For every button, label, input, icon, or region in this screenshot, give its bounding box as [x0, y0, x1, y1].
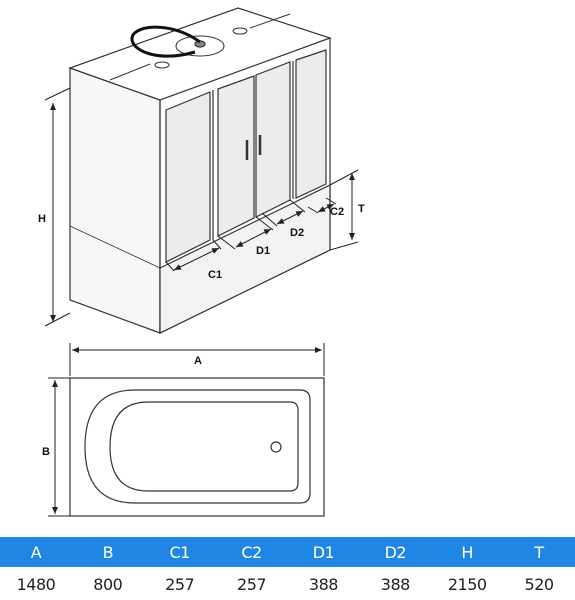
- value-cell-c1: 257: [165, 575, 195, 594]
- value-cell-t: 520: [524, 575, 555, 594]
- cabin-door-left: [217, 75, 255, 237]
- header-cell-c1: C1: [169, 542, 191, 562]
- header-cell-d1: D1: [312, 542, 335, 562]
- cabin-left-glass-panel: [165, 91, 211, 263]
- dimension-b: [48, 377, 70, 517]
- dimension-label-a: A: [194, 355, 202, 367]
- dimension-d2: [261, 199, 306, 227]
- dimension-label-h: H: [38, 213, 46, 225]
- bathtub-top-view: [69, 377, 325, 517]
- bathtub-drain: [270, 441, 282, 453]
- header-cell-b: B: [102, 542, 114, 562]
- value-cell-h: 2150: [447, 575, 487, 594]
- dimension-c1: [165, 239, 222, 272]
- dimension-label-b: B: [42, 446, 50, 458]
- dimension-h: [44, 87, 71, 327]
- dimensions-table-header: A B C1 C2 D1 D2 H T: [0, 537, 575, 567]
- header-cell-d2: D2: [384, 542, 407, 562]
- header-cell-t: T: [534, 542, 544, 562]
- dimension-label-d1: D1: [256, 245, 270, 257]
- dimension-a: [69, 343, 325, 376]
- dimension-label-t: T: [358, 203, 365, 215]
- bathtub-inner-basin: [109, 401, 299, 492]
- value-cell-d1: 388: [308, 575, 339, 594]
- shower-cabin-dimension-drawing: H T C1 D1 D2 C2: [38, 7, 365, 517]
- header-cell-c2: C2: [241, 542, 262, 562]
- value-cell-b: 800: [93, 575, 123, 594]
- value-cell-d2: 388: [380, 575, 411, 594]
- header-cell-a: A: [30, 542, 42, 562]
- bathtub-outline: [69, 377, 325, 517]
- bathtub-outer-basin: [84, 389, 311, 504]
- dimensions-table-values: 1480 800 257 257 388 388 2150 520: [0, 569, 575, 600]
- cabin-3d-view: [68, 7, 332, 334]
- header-cell-h: H: [461, 542, 473, 562]
- cabin-right-glass-panel: [295, 49, 327, 199]
- cabin-left-side-panel: [69, 67, 161, 334]
- shower-hose: [130, 25, 201, 58]
- dimension-t: [329, 169, 359, 251]
- dimension-c2: [307, 197, 337, 214]
- dimension-label-c1: C1: [208, 269, 222, 281]
- value-cell-c2: 257: [237, 575, 267, 594]
- dimension-label-d2: D2: [290, 227, 304, 239]
- value-cell-a: 1480: [16, 575, 56, 594]
- dimension-label-c2: C2: [330, 206, 344, 218]
- dimension-d1: [217, 216, 274, 250]
